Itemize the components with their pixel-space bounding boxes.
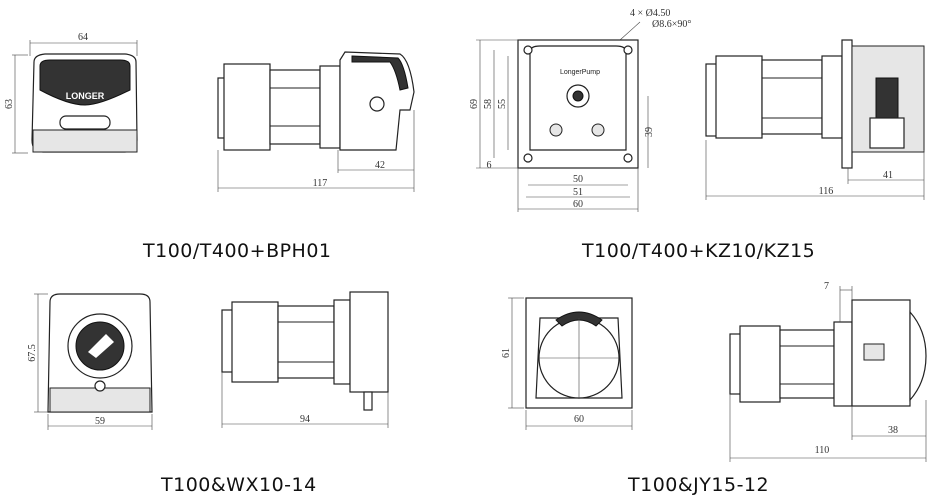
bph01-side-view: 117 42 bbox=[217, 51, 415, 192]
dim-length-94: 94 bbox=[300, 414, 310, 425]
dim-width-59: 59 bbox=[95, 416, 105, 427]
dim-69: 69 bbox=[469, 99, 480, 109]
kz-brand-logo: LongerPump bbox=[560, 69, 600, 76]
dim-55: 55 bbox=[497, 99, 508, 109]
dim-58: 58 bbox=[483, 99, 494, 109]
wx-side-view: 94 bbox=[221, 291, 389, 428]
dim-length-110: 110 bbox=[815, 445, 830, 456]
wx-front-view: 67.5 59 bbox=[27, 293, 153, 430]
dim-height-61: 61 bbox=[501, 348, 512, 358]
kz-side-view: 116 41 bbox=[705, 39, 925, 200]
hole-note-1: 4 × Ø4.50 bbox=[630, 8, 670, 19]
dim-7: 7 bbox=[824, 281, 829, 292]
dim-height-63: 63 bbox=[4, 99, 15, 109]
hole-note-2: Ø8.6×90° bbox=[652, 19, 691, 30]
caption-jy: T100&JY15-12 bbox=[628, 474, 770, 496]
dim-50: 50 bbox=[573, 174, 583, 185]
dim-length-117: 117 bbox=[313, 178, 328, 189]
caption-bph01: T100/T400+BPH01 bbox=[143, 240, 332, 262]
dim-51: 51 bbox=[573, 187, 583, 198]
jy-side-view: 7 110 38 bbox=[729, 281, 927, 462]
dim-head-41: 41 bbox=[883, 170, 893, 181]
longer-logo: LONGER bbox=[66, 91, 105, 101]
dim-60: 60 bbox=[573, 199, 583, 210]
dim-6: 6 bbox=[487, 160, 492, 171]
dim-width-60: 60 bbox=[574, 414, 584, 425]
jy-front-view: 61 60 bbox=[501, 297, 633, 430]
dim-39: 39 bbox=[644, 127, 655, 137]
kz-front-view: 4 × Ø4.50 Ø8.6×90° LongerPump 69 58 55 6… bbox=[469, 8, 691, 212]
bph01-front-view: 64 63 LONGER bbox=[4, 32, 138, 154]
dim-height-67-5: 67.5 bbox=[27, 344, 38, 362]
dim-length-116: 116 bbox=[819, 186, 834, 197]
dim-head-42: 42 bbox=[375, 160, 385, 171]
dim-width-64: 64 bbox=[78, 32, 88, 43]
caption-kz: T100/T400+KZ10/KZ15 bbox=[582, 240, 816, 262]
dim-head-38: 38 bbox=[888, 425, 898, 436]
caption-wx: T100&WX10-14 bbox=[161, 474, 317, 496]
